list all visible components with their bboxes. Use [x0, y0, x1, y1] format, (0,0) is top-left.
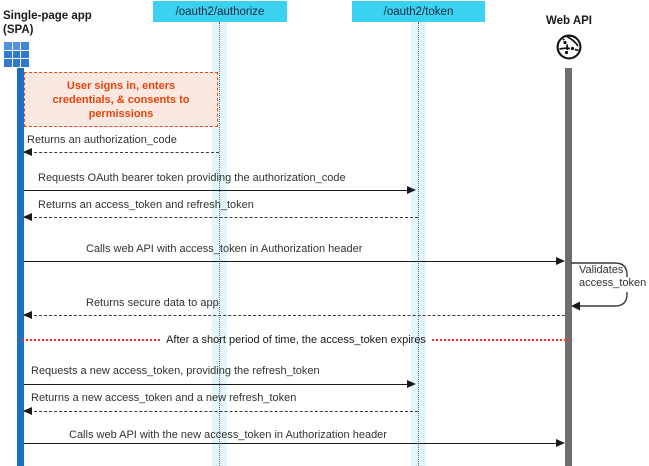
note-text: User signs in, enters credentials, & con…: [52, 79, 190, 120]
separator-dotted-line: [22, 338, 161, 341]
message-arrow-requests-new-token: [24, 380, 416, 389]
activation-bar-spa: [17, 68, 24, 466]
message-label: Returns secure data to app: [86, 297, 219, 309]
message-label: Returns a new access_token and a new ref…: [31, 392, 297, 404]
message-arrow-requests-bearer-token: [24, 186, 416, 195]
activation-bar-webapi: [565, 68, 572, 466]
message-label: Requests a new access_token, providing t…: [31, 365, 320, 377]
message-arrow-returns-authorization-code: [23, 148, 219, 157]
endpoint-token-header: /oauth2/token: [352, 1, 485, 22]
participant-spa-label: Single-page app (SPA): [3, 10, 92, 36]
separator-label: After a short period of time, the access…: [166, 333, 426, 346]
message-label: Validates access_token: [579, 264, 647, 289]
lifeline-token: [411, 22, 426, 466]
message-label: Calls web API with the new access_token …: [69, 429, 387, 441]
message-label: Requests OAuth bearer token providing th…: [38, 172, 346, 184]
globe-network-icon: [556, 34, 582, 60]
separator-token-expires: After a short period of time, the access…: [22, 332, 571, 347]
message-label: Returns an access_token and refresh_toke…: [38, 199, 254, 211]
app-grid-icon: [4, 42, 29, 67]
message-arrow-returns-new-tokens: [23, 407, 418, 416]
endpoint-authorize-label: /oauth2/authorize: [175, 5, 265, 18]
self-loop-validates-token: [571, 262, 628, 311]
endpoint-token-label: /oauth2/token: [383, 5, 454, 18]
message-arrow-returns-tokens: [23, 213, 418, 222]
separator-dotted-line: [431, 338, 571, 341]
message-arrow-calls-web-api: [24, 257, 565, 266]
message-arrow-calls-web-api-new-token: [24, 439, 565, 448]
message-label: Calls web API with access_token in Autho…: [86, 243, 363, 255]
lifeline-authorize: [212, 22, 227, 466]
participant-webapi-label: Web API: [545, 15, 592, 27]
endpoint-authorize-header: /oauth2/authorize: [153, 1, 287, 22]
message-arrow-returns-secure-data: [23, 311, 565, 320]
message-label: Returns an authorization_code: [27, 134, 177, 146]
note-user-signs-in: User signs in, enters credentials, & con…: [24, 72, 218, 127]
